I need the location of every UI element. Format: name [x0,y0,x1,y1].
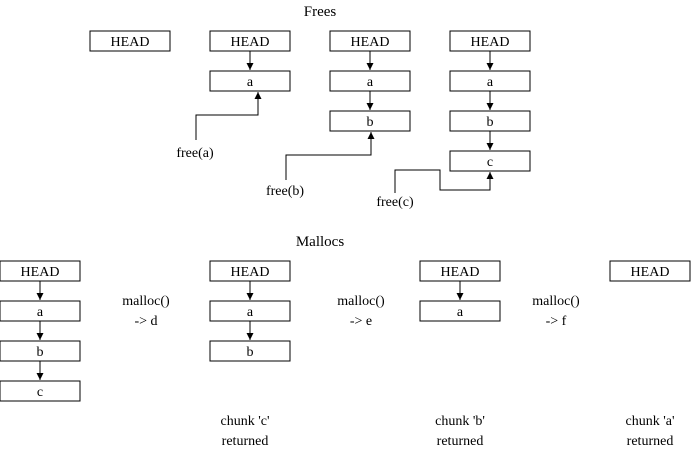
malloc-result-label: -> f [546,314,567,329]
free-call-arrow [285,132,375,180]
free-call-label: free(a) [176,146,214,161]
frees-state-after-free-a: HEAD a free(a) [176,30,291,161]
chunk-label: c [487,155,493,170]
malloc-call-label: malloc() [532,294,580,309]
head-box [89,30,171,52]
chunk-label: a [247,305,254,320]
malloc-result-label: -> e [350,314,372,329]
head-label: HEAD [471,35,510,50]
chunk-label: b [247,345,254,360]
malloc-result-label: -> d [134,314,157,329]
head-label: HEAD [21,265,60,280]
head-label: HEAD [441,265,480,280]
mallocs-title: Mallocs [296,234,344,250]
mallocs-state-initial: HEAD a b c [0,260,81,402]
chunk-node-c [0,380,81,402]
free-call-arrow [394,169,494,193]
mallocs-state-after-first: HEAD a b [209,260,291,362]
returned-caption-line1: chunk 'c' [221,414,270,429]
chunk-node-b [329,110,411,132]
returned-caption-line2: returned [437,434,484,449]
head-label: HEAD [231,265,270,280]
returned-caption-line1: chunk 'b' [435,414,485,429]
malloc-call-label: malloc() [122,294,170,309]
chunk-label: a [367,75,374,90]
chunk-node-a [419,300,501,322]
head-label: HEAD [111,35,150,50]
frees-title: Frees [304,4,337,20]
head-label: HEAD [231,35,270,50]
frees-state-after-free-b: HEAD a b free(b) [266,30,411,199]
head-label: HEAD [631,265,670,280]
returned-caption-1: chunk 'c' returned [221,414,270,449]
chunk-label: c [37,385,43,400]
free-call-arrow [195,92,262,140]
mallocs-state-after-third: HEAD [609,260,691,282]
malloc-step-3: malloc() -> f [532,294,580,329]
chunk-label: a [37,305,44,320]
frees-state-empty: HEAD [89,30,171,52]
chunk-label: a [247,75,254,90]
chunk-label: b [367,115,374,130]
mallocs-state-after-second: HEAD a [419,260,501,322]
free-call-label: free(b) [266,184,304,199]
chunk-node-b [209,340,291,362]
malloc-step-2: malloc() -> e [337,294,385,329]
malloc-call-label: malloc() [337,294,385,309]
chunk-node-c [449,150,531,172]
chunk-label: b [37,345,44,360]
returned-caption-2: chunk 'b' returned [435,414,485,449]
head-box [609,260,691,282]
free-call-label: free(c) [376,195,414,210]
chunk-label: a [457,305,464,320]
chunk-label: b [487,115,494,130]
malloc-step-1: malloc() -> d [122,294,170,329]
returned-caption-line1: chunk 'a' [626,414,675,429]
head-label: HEAD [351,35,390,50]
returned-caption-line2: returned [627,434,674,449]
chunk-label: a [487,75,494,90]
frees-state-after-free-c: HEAD a b c free(c) [376,30,531,210]
returned-caption-line2: returned [222,434,269,449]
returned-caption-3: chunk 'a' returned [626,414,675,449]
chunk-node-a [209,70,291,92]
